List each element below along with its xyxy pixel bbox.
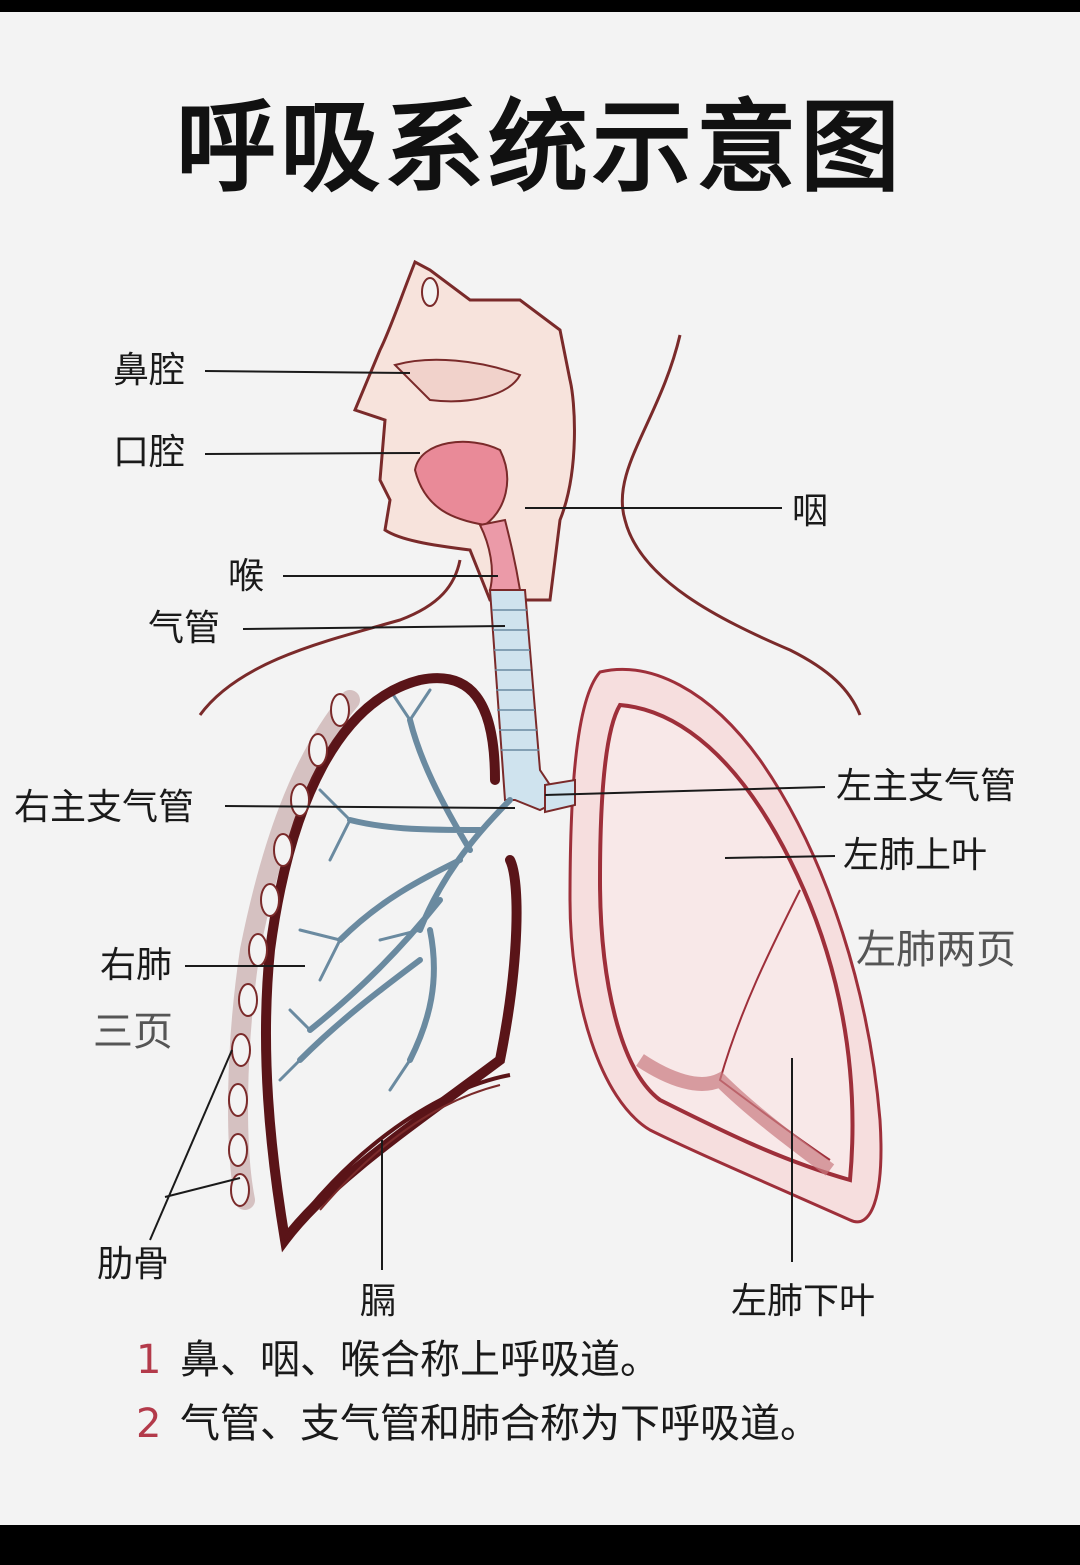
trachea-rings bbox=[492, 609, 539, 751]
label-larynx: 喉 bbox=[228, 556, 265, 597]
leader-trachea bbox=[242, 625, 506, 630]
head-profile bbox=[352, 259, 576, 602]
neck-outline bbox=[620, 334, 862, 716]
right-bronchus-tree bbox=[297, 717, 513, 1063]
label-pharynx: 咽 bbox=[792, 491, 829, 532]
leader-ribs-1 bbox=[149, 1049, 233, 1241]
left-bronchus bbox=[544, 778, 576, 814]
bottom-bar bbox=[0, 1525, 1080, 1565]
page-title: 呼吸系统示意图 bbox=[176, 89, 904, 206]
diaphragm-shape bbox=[283, 1073, 511, 1242]
oral-cavity-shape bbox=[413, 440, 509, 527]
leader-oral bbox=[204, 452, 421, 455]
label-ribs: 肋骨 bbox=[97, 1244, 170, 1285]
label-nasal-cavity: 鼻腔 bbox=[113, 350, 186, 391]
right-pleura bbox=[260, 673, 522, 1253]
leader-lines bbox=[149, 370, 836, 1270]
leader-nasal bbox=[204, 370, 411, 374]
note-lower-airway: 2 气管、支气管和肺合称为下呼吸道。 bbox=[136, 1398, 820, 1450]
label-right-main-bronchus: 右主支气管 bbox=[14, 787, 195, 828]
leader-left-bronchus bbox=[544, 786, 826, 796]
right-bronchus-branches bbox=[278, 688, 432, 1092]
leader-ribs-2 bbox=[164, 1177, 241, 1198]
leader-left-upper bbox=[724, 855, 836, 859]
label-diaphragm: 膈 bbox=[360, 1281, 397, 1322]
nasal-cavity-shape bbox=[393, 358, 522, 403]
trachea-shape bbox=[488, 589, 562, 812]
note-number: 1 bbox=[136, 1337, 162, 1383]
left-lung-inner bbox=[597, 702, 855, 1183]
sinus-shape bbox=[421, 277, 439, 307]
note-text: 气管、支气管和肺合称为下呼吸道。 bbox=[180, 1401, 820, 1447]
left-lung-base bbox=[636, 1054, 835, 1176]
label-left-lung-lobes: 左肺两页 bbox=[856, 927, 1016, 973]
leader-right-bronchus bbox=[224, 805, 516, 809]
label-trachea: 气管 bbox=[148, 608, 221, 649]
top-bar bbox=[0, 0, 1080, 12]
note-number: 2 bbox=[136, 1401, 162, 1447]
label-left-main-bronchus: 左主支气管 bbox=[836, 766, 1017, 807]
label-left-lower-lobe: 左肺下叶 bbox=[731, 1281, 876, 1322]
note-text: 鼻、咽、喉合称上呼吸道。 bbox=[180, 1337, 660, 1383]
rib-ovals bbox=[228, 693, 350, 1207]
label-oral-cavity: 口腔 bbox=[113, 432, 186, 473]
note-upper-airway: 1 鼻、咽、喉合称上呼吸道。 bbox=[136, 1334, 660, 1386]
label-right-lung: 右肺 bbox=[100, 945, 173, 986]
label-right-lung-lobes: 三页 bbox=[93, 1009, 173, 1055]
diaphragm-inner bbox=[319, 1084, 501, 1211]
label-left-upper-lobe: 左肺上叶 bbox=[843, 835, 988, 876]
